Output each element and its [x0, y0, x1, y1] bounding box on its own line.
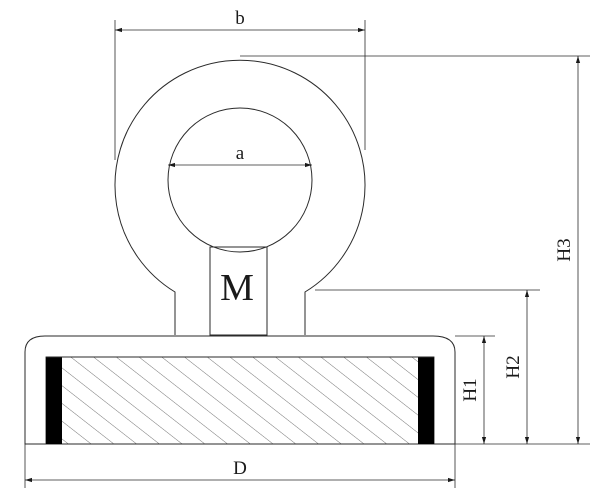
- threaded-stem: [209, 246, 268, 336]
- magnet-right: [418, 357, 434, 444]
- dim-label-d: D: [233, 458, 247, 479]
- base-hatch: [45, 356, 435, 445]
- dim-label-b: b: [235, 8, 245, 29]
- dim-label-h3: H3: [554, 238, 575, 261]
- dim-label-a: a: [236, 143, 245, 164]
- thread-label-m: M: [220, 267, 254, 309]
- eyebolt-outline: [114, 59, 366, 335]
- magnet-left: [46, 357, 62, 444]
- dim-label-h2: H2: [503, 355, 524, 378]
- dim-label-h1: H1: [460, 378, 481, 401]
- base-body: [24, 335, 456, 445]
- eye-hole: [167, 107, 313, 253]
